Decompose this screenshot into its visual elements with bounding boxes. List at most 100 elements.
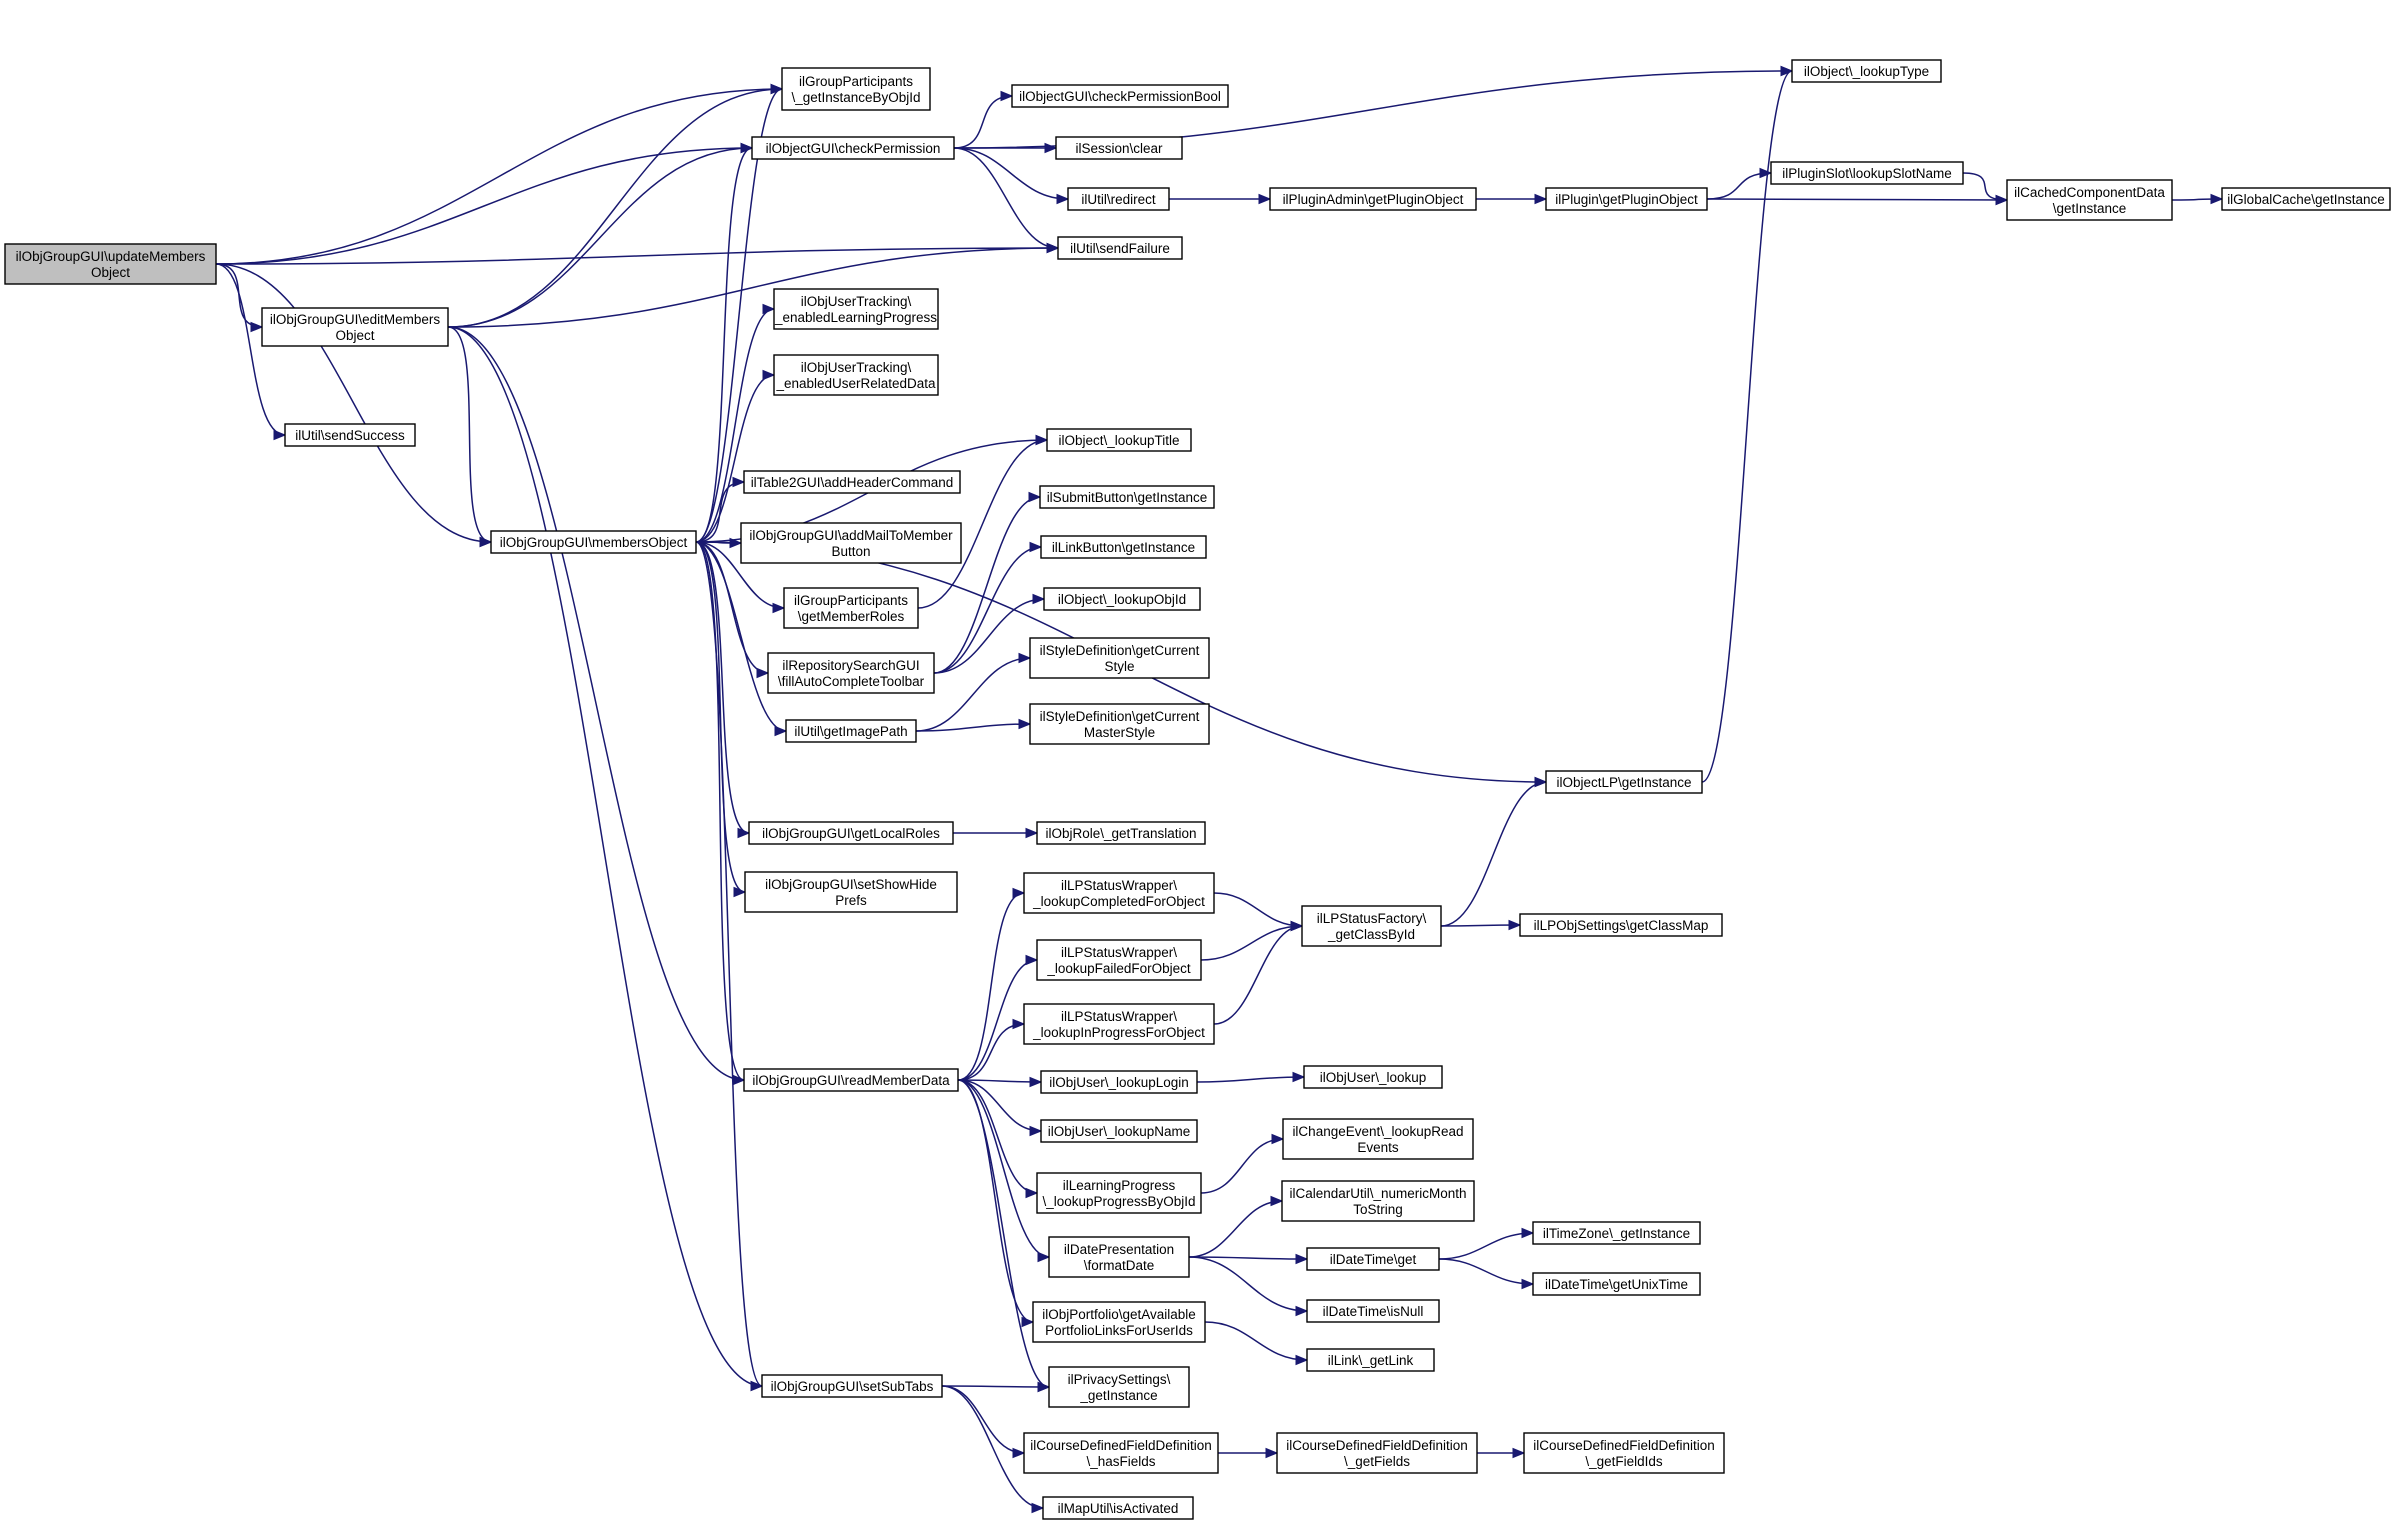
node-label: ilStyleDefinition\getCurrent [1040,709,1200,724]
node-formatDate[interactable]: ilDatePresentation\formatDate [1048,1236,1190,1278]
node-lookupProgressByObjId[interactable]: ilLearningProgress\_lookupProgressByObjI… [1036,1172,1202,1214]
node-getFieldIds[interactable]: ilCourseDefinedFieldDefinition\_getField… [1523,1432,1725,1474]
node-getLocalRoles[interactable]: ilObjGroupGUI\getLocalRoles [748,821,954,845]
node-getTranslation[interactable]: ilObjRole\_getTranslation [1036,821,1206,845]
edge-membersObject-to-setSubTabs [695,541,763,1387]
node-cachedComponentData[interactable]: ilCachedComponentData\getInstance [2006,179,2173,221]
node-label: ilLPStatusWrapper\ [1061,945,1177,960]
edge-membersObject-to-checkPermission [695,147,753,543]
node-label: ilObjGroupGUI\updateMembers [16,249,206,264]
node-pluginAdminGetPluginObject[interactable]: ilPluginAdmin\getPluginObject [1269,187,1477,211]
node-objectLP[interactable]: ilObjectLP\getInstance [1545,770,1703,794]
node-redirect[interactable]: ilUtil\redirect [1067,187,1170,211]
node-timeZoneGetInstance[interactable]: ilTimeZone\_getInstance [1532,1221,1701,1245]
node-enabledUserRelatedData[interactable]: ilObjUserTracking\_enabledUserRelatedDat… [773,354,939,396]
edges-layer [215,65,2224,1514]
node-label: _getClassById [1327,927,1415,942]
node-getClassMap[interactable]: ilLPObjSettings\getClassMap [1519,913,1723,937]
node-privacySettings[interactable]: ilPrivacySettings\_getInstance [1048,1366,1190,1408]
node-label: ilPluginAdmin\getPluginObject [1283,192,1464,207]
node-lookupName[interactable]: ilObjUser\_lookupName [1040,1119,1198,1143]
node-lookupType[interactable]: ilObject\_lookupType [1791,59,1942,83]
node-box [1269,187,1477,211]
node-lookupInProgressForObject[interactable]: ilLPStatusWrapper\_lookupInProgressForOb… [1023,1003,1215,1045]
node-portfolioLinks[interactable]: ilObjPortfolio\getAvailablePortfolioLink… [1032,1301,1206,1343]
node-label: \_getInstanceByObjId [791,90,920,105]
node-getMemberRoles[interactable]: ilGroupParticipants\getMemberRoles [783,587,919,629]
edge-membersObject-to-getInstanceByObjId [695,88,783,543]
node-sendSuccess[interactable]: ilUtil\sendSuccess [284,423,416,447]
arrowhead [733,886,747,898]
edge-pluginGetPluginObject-to-cachedComponentData [1706,198,2008,201]
edge-readMemberData-to-lookupProgressByObjId [957,1079,1038,1194]
node-box [1040,1119,1198,1143]
arrowhead [1759,167,1773,179]
node-getLink[interactable]: ilLink\_getLink [1306,1348,1435,1372]
node-linkButton[interactable]: ilLinkButton\getInstance [1040,535,1207,559]
node-mapIsActivated[interactable]: ilMapUtil\isActivated [1042,1496,1194,1520]
edge-getMemberRoles-to-lookupTitle [917,439,1048,609]
arrowhead [1031,1502,1045,1514]
node-label: ilDateTime\getUnixTime [1545,1277,1688,1292]
node-checkPermission[interactable]: ilObjectGUI\checkPermission [751,136,955,160]
arrowhead [1012,1018,1026,1030]
node-enabledLearningProgress[interactable]: ilObjUserTracking\_enabledLearningProgre… [773,288,939,330]
node-submitButton[interactable]: ilSubmitButton\getInstance [1039,485,1215,509]
edge-readMemberData-to-formatDate [957,1079,1050,1258]
edge-membersObject-to-enabledUserRelatedData [695,374,775,543]
node-lookupCompletedForObject[interactable]: ilLPStatusWrapper\_lookupCompletedForObj… [1023,872,1215,914]
edge-readMemberData-to-lookupCompletedForObject [957,892,1025,1081]
node-label: \_getFieldIds [1585,1454,1663,1469]
edge-editMembersObject-to-getInstanceByObjId [447,88,783,328]
node-dateTimeGet[interactable]: ilDateTime\get [1306,1247,1440,1271]
node-sessionClear[interactable]: ilSession\clear [1055,136,1183,160]
node-pluginGetPluginObject[interactable]: ilPlugin\getPluginObject [1545,187,1708,211]
node-lookupObjId[interactable]: ilObject\_lookupObjId [1043,587,1201,611]
node-sendFailure[interactable]: ilUtil\sendFailure [1057,236,1183,260]
node-lookupLogin[interactable]: ilObjUser\_lookupLogin [1040,1070,1198,1094]
arrowhead [1037,1251,1051,1263]
node-box [1032,1301,1206,1343]
node-box [785,719,917,743]
node-getImagePath[interactable]: ilUtil\getImagePath [785,719,917,743]
edge-checkPermission-to-redirect [953,147,1069,200]
node-label: ilCalendarUtil\_numericMonth [1289,1186,1466,1201]
arrowhead [1025,827,1039,839]
node-box [1282,1118,1474,1160]
node-label: ilObjPortfolio\getAvailable [1042,1307,1196,1322]
node-readMemberData[interactable]: ilObjGroupGUI\readMemberData [743,1068,959,1092]
node-fillAutoCompleteToolbar[interactable]: ilRepositorySearchGUI\fillAutoCompleteTo… [767,652,935,694]
node-box [761,1374,943,1398]
arrowhead [1000,90,1014,102]
node-getFields[interactable]: ilCourseDefinedFieldDefinition\_getField… [1276,1432,1478,1474]
edge-portfolioLinks-to-getLink [1204,1321,1308,1361]
node-getInstanceByObjId[interactable]: ilGroupParticipants\_getInstanceByObjId [781,67,931,111]
edge-dateTimeGet-to-timeZoneGetInstance [1438,1232,1534,1260]
node-lookupFailedForObject[interactable]: ilLPStatusWrapper\_lookupFailedForObject [1036,939,1202,981]
node-lookupTitle[interactable]: ilObject\_lookupTitle [1046,428,1192,452]
node-checkPermissionBool[interactable]: ilObjectGUI\checkPermissionBool [1011,84,1229,108]
node-addHeaderCommand[interactable]: ilTable2GUI\addHeaderCommand [743,470,961,494]
node-getUnixTime[interactable]: ilDateTime\getUnixTime [1532,1272,1701,1296]
node-hasFields[interactable]: ilCourseDefinedFieldDefinition\_hasField… [1023,1432,1219,1474]
node-membersObject[interactable]: ilObjGroupGUI\membersObject [490,530,697,554]
node-label: ilPlugin\getPluginObject [1555,192,1698,207]
node-lookupSlotName[interactable]: ilPluginSlot\lookupSlotName [1770,161,1964,185]
node-getClassById[interactable]: ilLPStatusFactory\_getClassById [1301,905,1442,947]
arrowhead [1995,194,2009,206]
node-globalCache[interactable]: ilGlobalCache\getInstance [2221,187,2391,211]
node-label: ToString [1353,1202,1403,1217]
node-box [1046,428,1192,452]
node-setSubTabs[interactable]: ilObjGroupGUI\setSubTabs [761,1374,943,1398]
node-isNull[interactable]: ilDateTime\isNull [1306,1299,1440,1323]
node-objUserLookup[interactable]: ilObjUser\_lookup [1303,1065,1443,1089]
